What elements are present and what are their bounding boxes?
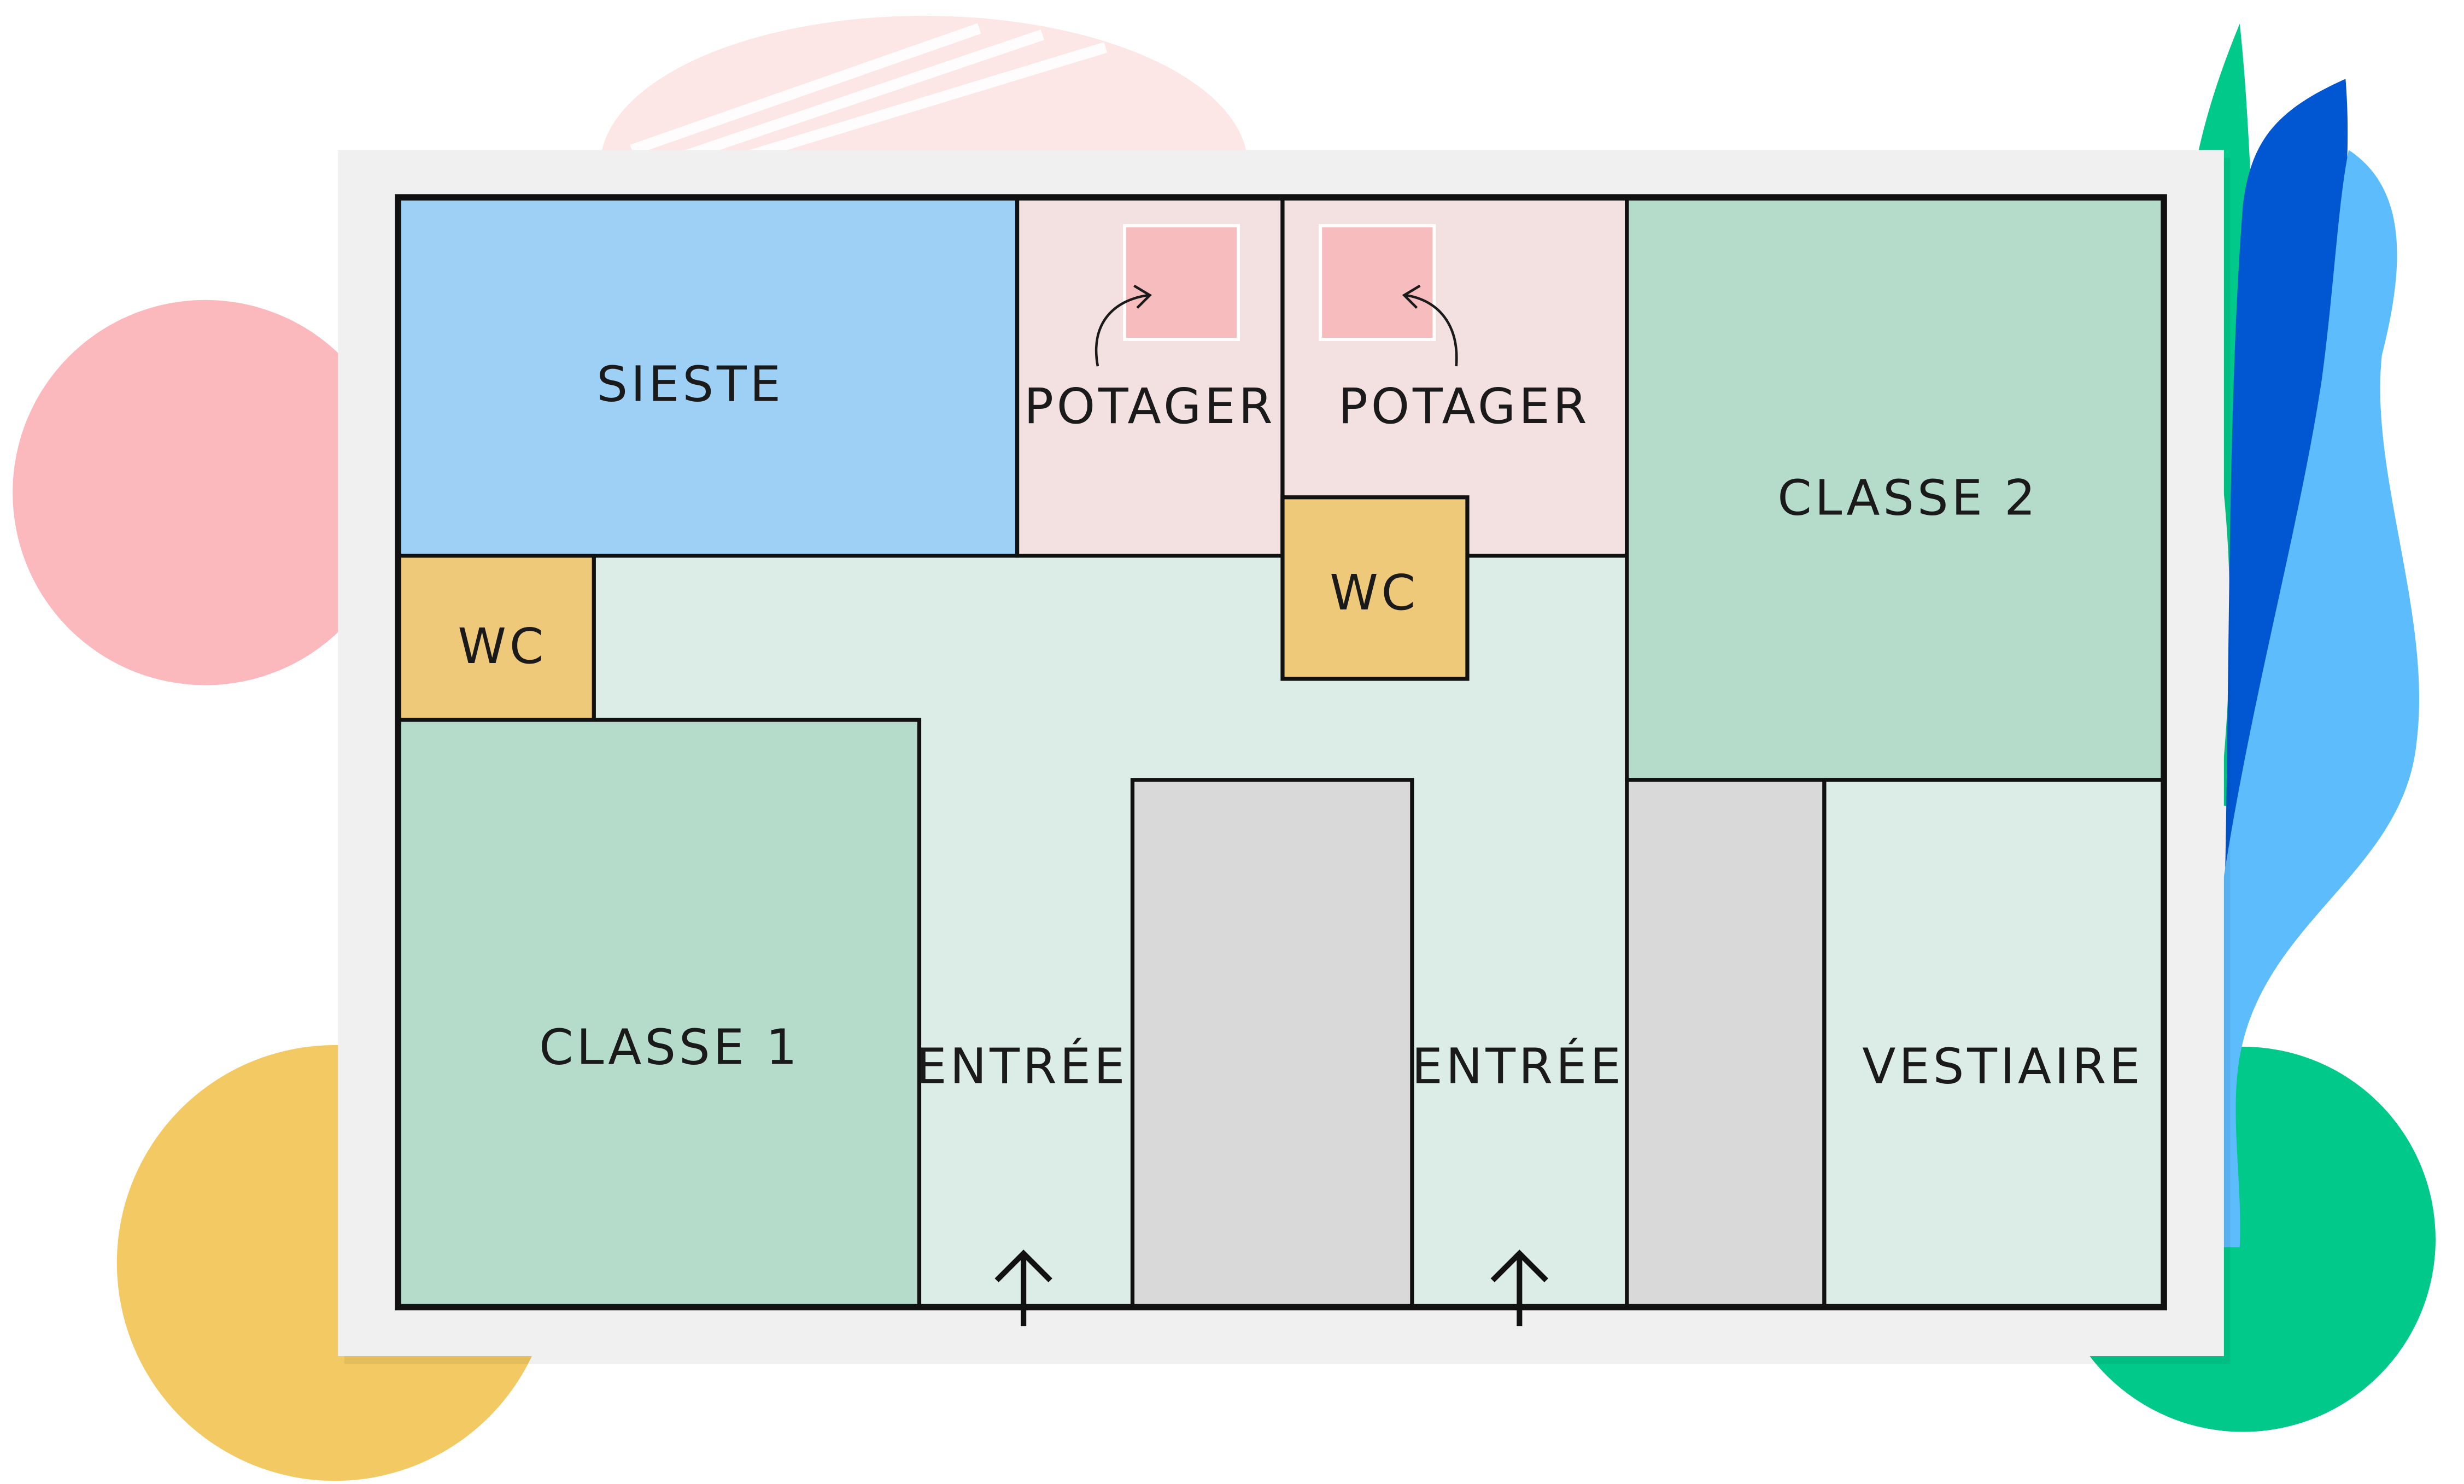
garden-bed-1 bbox=[1123, 224, 1240, 341]
curved-arrow-icon bbox=[1402, 284, 1458, 367]
room-classe-2 bbox=[1625, 195, 2166, 782]
garden-bed-2 bbox=[1319, 224, 1436, 341]
label-wc-1: WC bbox=[458, 618, 547, 675]
arrow-up-icon bbox=[994, 1250, 1052, 1327]
light-blue-leaf-shape bbox=[2211, 150, 2419, 1247]
label-wc-2: WC bbox=[1330, 565, 1419, 621]
label-classe-2: CLASSE 2 bbox=[1777, 470, 2039, 527]
room-wc-2 bbox=[1280, 495, 1470, 681]
label-sieste: SIESTE bbox=[596, 356, 784, 413]
label-entree-2: ENTRÉE bbox=[1412, 1037, 1624, 1095]
label-entree-1: ENTRÉE bbox=[916, 1037, 1128, 1095]
storage-block-2 bbox=[1625, 778, 1827, 1310]
rooms bbox=[395, 194, 2167, 1311]
room-sieste bbox=[396, 195, 1020, 558]
label-potager-2: POTAGER bbox=[1338, 378, 1590, 435]
arrow-up-icon bbox=[1490, 1250, 1549, 1327]
room-vestiaire bbox=[1822, 778, 2166, 1310]
label-vestiaire: VESTIAIRE bbox=[1862, 1038, 2143, 1095]
label-classe-1: CLASSE 1 bbox=[539, 1019, 800, 1076]
label-potager-1: POTAGER bbox=[1024, 378, 1276, 435]
room-labels: SIESTE POTAGER POTAGER CLASSE 2 WC WC CL… bbox=[458, 356, 2143, 1095]
pink-blob bbox=[13, 300, 399, 685]
room-classe-1 bbox=[396, 718, 922, 1310]
storage-block-1 bbox=[1130, 778, 1414, 1310]
curved-arrow-icon bbox=[1095, 284, 1152, 367]
outer-wall bbox=[395, 194, 2167, 1311]
light-pink-stripes bbox=[630, 23, 1108, 163]
